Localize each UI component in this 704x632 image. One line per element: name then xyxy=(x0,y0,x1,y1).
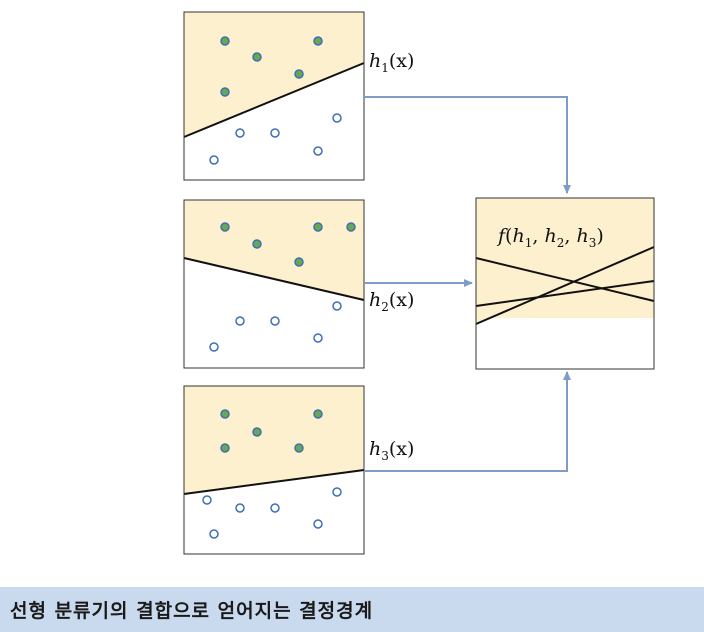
classifier-2-boundary xyxy=(183,257,365,301)
figure-caption: 선형 분류기의 결합으로 얻어지는 결정경계 xyxy=(10,600,374,622)
classifier-3-positive-region xyxy=(184,386,364,494)
combined-classifier-panel: f(h1, h2, h3) xyxy=(475,197,655,370)
combined-function-label: f(h1, h2, h3) xyxy=(496,225,604,250)
classifier-1-negative-points xyxy=(209,113,342,165)
negative-point xyxy=(332,113,342,123)
negative-point xyxy=(270,503,280,513)
classifier-2-negative-points xyxy=(209,301,342,352)
negative-point xyxy=(313,519,323,529)
connector-arrows xyxy=(364,96,571,472)
arrow-classifier-1-to-combiner xyxy=(364,96,571,194)
positive-point xyxy=(220,409,230,419)
positive-point xyxy=(294,257,304,267)
positive-point xyxy=(346,222,356,232)
negative-point xyxy=(332,301,342,311)
negative-point xyxy=(313,333,323,343)
classifier-3-label: h3(x) xyxy=(369,438,414,463)
positive-point xyxy=(220,36,230,46)
positive-point xyxy=(313,409,323,419)
classifier-1-boundary xyxy=(183,62,365,138)
combined-boundary-1 xyxy=(475,257,655,302)
classifier-3-positive-points xyxy=(220,409,323,453)
classifier-3-panel: h3(x) xyxy=(183,385,414,555)
negative-point xyxy=(332,487,342,497)
positive-point xyxy=(294,69,304,79)
negative-point xyxy=(270,128,280,138)
combined-box xyxy=(475,197,655,370)
classifier-1-panel: h1(x) xyxy=(183,11,414,181)
combined-right-wedge xyxy=(600,281,654,300)
combined-boundary-3 xyxy=(475,280,655,307)
positive-point xyxy=(220,87,230,97)
positive-point xyxy=(220,222,230,232)
caption-bar xyxy=(0,587,704,632)
positive-point xyxy=(313,36,323,46)
positive-point xyxy=(294,443,304,453)
classifier-1-positive-points xyxy=(220,36,323,97)
negative-point xyxy=(235,128,245,138)
negative-point xyxy=(209,342,219,352)
negative-point xyxy=(202,495,212,505)
classifier-2-positive-region xyxy=(184,200,364,300)
positive-point xyxy=(252,239,262,249)
positive-point xyxy=(252,427,262,437)
classifier-2-panel: h2(x) xyxy=(183,199,414,369)
classifier-3-boundary xyxy=(183,469,365,495)
negative-point xyxy=(313,146,323,156)
combined-boundary-2 xyxy=(475,246,655,325)
combined-lower-region xyxy=(476,318,654,369)
positive-point xyxy=(313,222,323,232)
negative-point xyxy=(235,503,245,513)
positive-point xyxy=(252,52,262,62)
negative-point xyxy=(270,316,280,326)
classifier-2-positive-points xyxy=(220,222,356,267)
ensemble-diagram: h1(x) h2(x) xyxy=(183,11,655,555)
combined-left-wedge xyxy=(476,299,545,324)
negative-point xyxy=(209,155,219,165)
combined-top-region xyxy=(476,198,654,318)
classifier-1-label: h1(x) xyxy=(369,50,414,75)
positive-point xyxy=(220,443,230,453)
negative-point xyxy=(235,316,245,326)
negative-point xyxy=(209,529,219,539)
classifier-2-label: h2(x) xyxy=(369,289,414,314)
arrow-classifier-3-to-combiner xyxy=(364,371,571,472)
classifier-3-negative-points xyxy=(202,487,342,539)
